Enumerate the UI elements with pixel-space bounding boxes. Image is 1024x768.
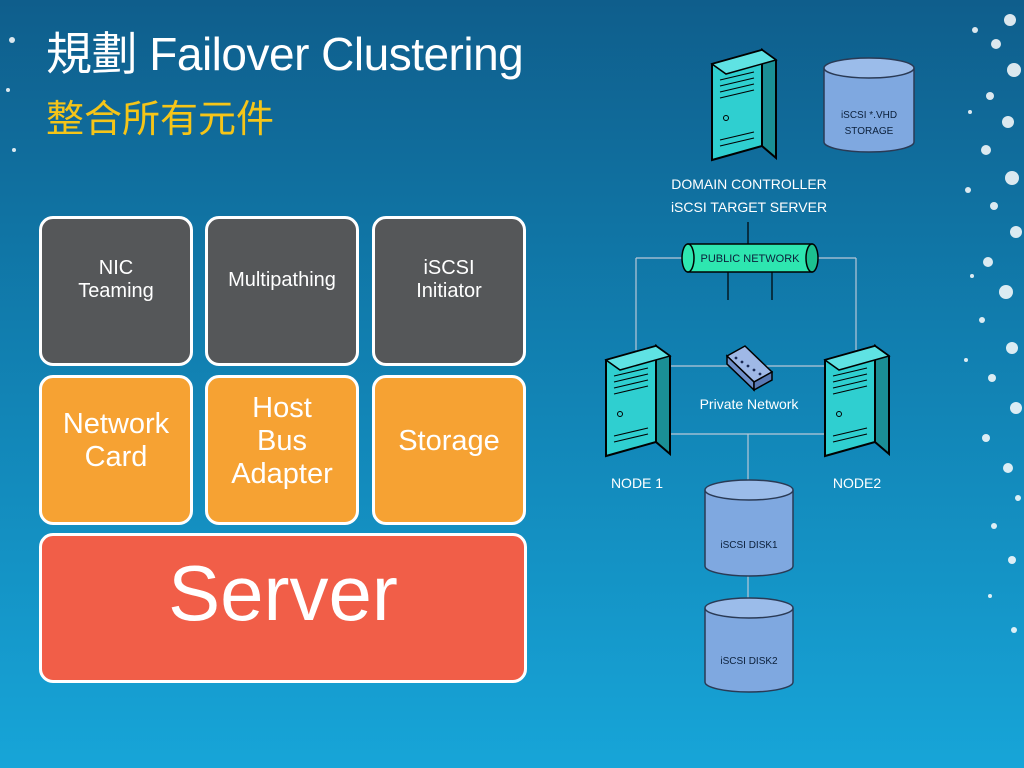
node2-label: NODE2: [833, 475, 881, 491]
tile-iscsi-initiator-label: iSCSI Initiator: [416, 257, 482, 302]
tile-network-card: Network Card: [39, 375, 193, 525]
tile-storage: Storage: [372, 375, 526, 525]
private-network-label: Private Network: [700, 396, 800, 412]
iscsi-disk1-icon: [704, 479, 794, 577]
iscsi-disk2-icon: [704, 597, 794, 693]
domain-controller-server-icon: [711, 49, 777, 161]
tile-iscsi-initiator: iSCSI Initiator: [372, 216, 526, 366]
node1-server-icon: [605, 345, 671, 457]
iscsi-disk2-label: iSCSI DISK2: [720, 656, 778, 667]
tile-multipathing-label: Multipathing: [228, 268, 336, 291]
tile-storage-label: Storage: [398, 424, 500, 457]
vhd-storage-label-line1: iSCSI *.VHD: [841, 110, 897, 121]
node1-label: NODE 1: [611, 475, 663, 491]
tile-server: Server: [39, 533, 527, 683]
public-network-label: PUBLIC NETWORK: [700, 253, 800, 265]
tile-host-bus-adapter: Host Bus Adapter: [205, 375, 359, 525]
vhd-storage-icon: [823, 57, 915, 153]
vhd-storage-label-line2: STORAGE: [845, 126, 894, 137]
public-network-pipe: [681, 243, 819, 273]
tile-nic-teaming: NIC Teaming: [39, 216, 193, 366]
tile-nic-teaming-label: NIC Teaming: [78, 257, 154, 302]
slide-subtitle: 整合所有元件: [46, 99, 275, 141]
iscsi-disk1-label: iSCSI DISK1: [720, 540, 778, 551]
slide-title: 規劃 Failover Clustering: [46, 28, 524, 80]
tile-host-bus-adapter-label: Host Bus Adapter: [231, 391, 333, 490]
iscsi-target-server-label: iSCSI TARGET SERVER: [671, 199, 827, 215]
tile-network-card-label: Network Card: [62, 408, 170, 473]
network-switch-icon: [725, 345, 774, 392]
domain-controller-label: DOMAIN CONTROLLER: [671, 176, 827, 192]
tile-server-label: Server: [168, 548, 398, 637]
node2-server-icon: [824, 345, 890, 457]
tile-multipathing: Multipathing: [205, 216, 359, 366]
